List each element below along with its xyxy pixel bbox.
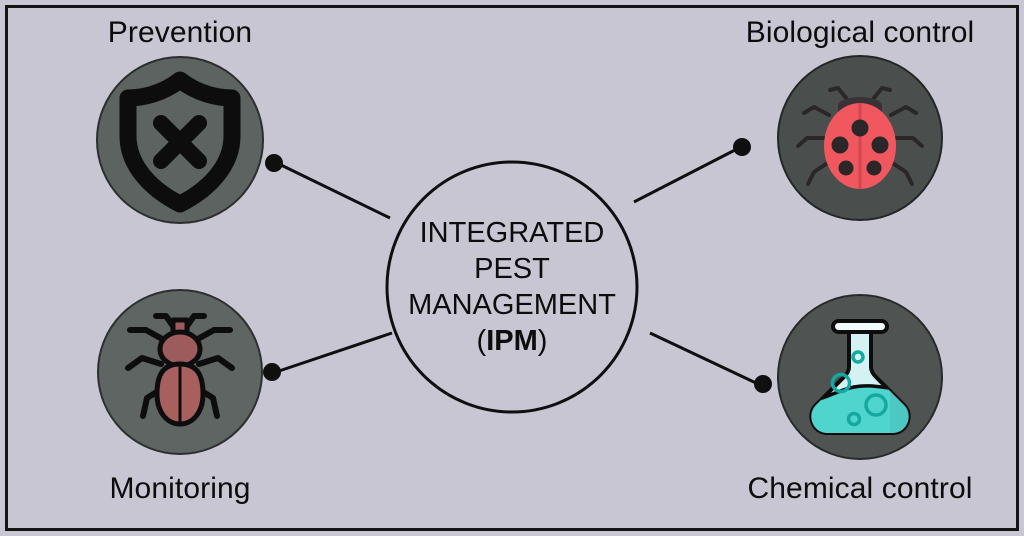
connector-dot-prevention [265,154,283,172]
connector-line-prevention [280,163,391,220]
biological-control-label: Biological control [745,16,975,49]
center-paren-open: ( [476,325,487,357]
connector-line-chemical [649,331,757,385]
center-line-1: INTEGRATED [419,217,605,249]
center-circle [385,160,639,414]
center-abbreviation: IPM [486,325,538,357]
connector-dot-biological [733,138,751,156]
center-label: INTEGRATED PEST MANAGEMENT (IPM) [387,215,637,359]
monitoring-label: Monitoring [109,472,251,505]
center-paren-close: ) [537,325,548,357]
center-line-2: PEST [474,253,550,285]
chemical-control-label: Chemical control [747,472,973,505]
beetle-icon [125,313,235,427]
connector-dot-monitoring [263,363,281,381]
connector-line-biological [633,148,736,204]
connector-dot-chemical [754,375,772,393]
center-line-3: MANAGEMENT [408,289,616,321]
prevention-label: Prevention [107,16,253,49]
shield-x-icon [119,71,241,213]
ladybug-icon [796,86,924,189]
connector-line-monitoring [278,331,393,373]
